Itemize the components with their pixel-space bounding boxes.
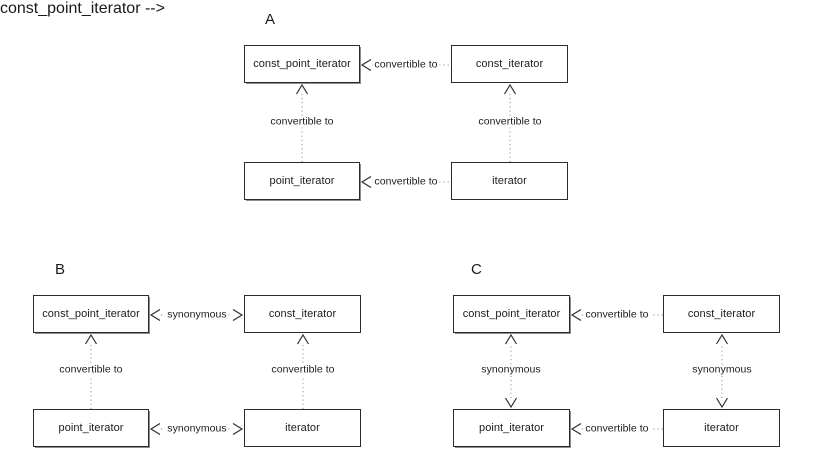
box-iterator[interactable]: iterator xyxy=(244,409,361,447)
box-const-iterator[interactable]: const_iterator xyxy=(663,295,780,333)
edge-label-bottom-horizontal-a: convertible to xyxy=(372,175,440,188)
panel-label-b: B xyxy=(55,261,66,278)
edge-label-bottom-horizontal-c: convertible to xyxy=(583,422,651,435)
edge-label-top-horizontal-b: synonymous xyxy=(165,308,229,321)
box-const-point-iterator[interactable]: const_point_iterator xyxy=(453,295,570,333)
edge-label-top-horizontal-c: convertible to xyxy=(583,308,651,321)
box-const-point-iterator[interactable]: const_point_iterator xyxy=(244,45,360,83)
box-const-point-iterator[interactable]: const_point_iterator xyxy=(33,295,149,333)
edge-label-left-vertical-a: convertible to xyxy=(268,115,336,128)
box-const-iterator[interactable]: const_iterator xyxy=(451,45,568,83)
edge-label-bottom-horizontal-b: synonymous xyxy=(165,422,229,435)
box-point-iterator[interactable]: point_iterator xyxy=(244,162,360,200)
box-point-iterator[interactable]: point_iterator xyxy=(453,409,570,447)
box-const-iterator[interactable]: const_iterator xyxy=(244,295,361,333)
edge-label-left-vertical-b: convertible to xyxy=(57,363,125,376)
edge-label-right-vertical-b: convertible to xyxy=(269,363,337,376)
diagram-panel-b: B const_point_iterator const_iterator po… xyxy=(0,0,400,457)
box-iterator[interactable]: iterator xyxy=(663,409,780,447)
panel-label-c: C xyxy=(471,261,483,278)
edge-label-right-vertical-a: convertible to xyxy=(476,115,544,128)
edge-label-top-horizontal-a: convertible to xyxy=(372,58,440,71)
box-iterator[interactable]: iterator xyxy=(451,162,568,200)
edge-label-right-vertical-c: synonymous xyxy=(690,363,754,376)
panel-label-a: A xyxy=(265,11,276,28)
box-point-iterator[interactable]: point_iterator xyxy=(33,409,149,447)
edge-label-left-vertical-c: synonymous xyxy=(479,363,543,376)
diagram-panel-a: A const_point_iterator const_iterator po… xyxy=(0,0,568,200)
